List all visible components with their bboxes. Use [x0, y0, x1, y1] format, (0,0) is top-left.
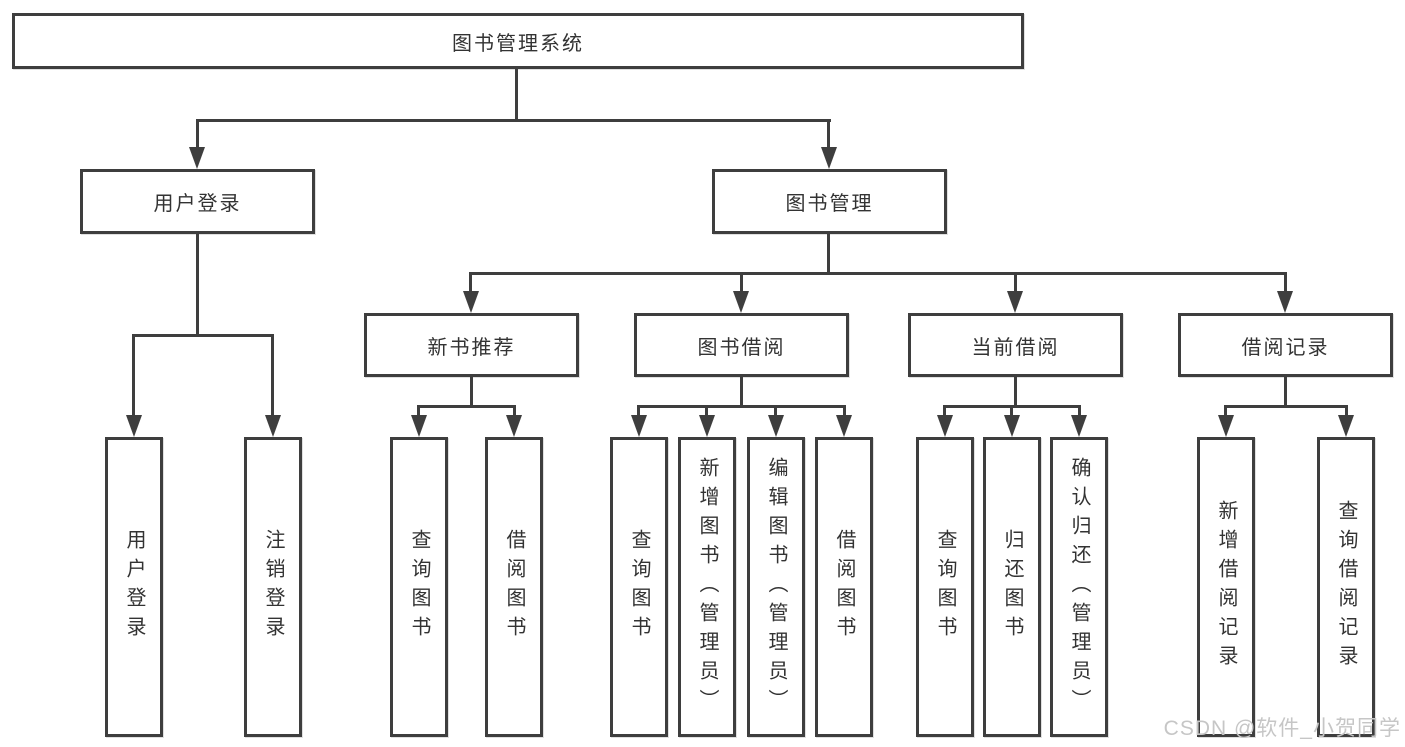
leaf-add-books-admin: 新增图书（管理员） [678, 437, 736, 737]
node-book-borrowing: 图书借阅 [634, 313, 849, 377]
connector-drop [417, 405, 420, 419]
arrow-down-icon [1218, 415, 1234, 437]
connector-drop-user-login [196, 119, 199, 151]
connector-borrowrecords-rail [1224, 405, 1348, 408]
connector-drop-currentborrow [1014, 272, 1017, 295]
leaf-logout: 注销登录 [244, 437, 302, 737]
node-label: 查询借阅记录 [1335, 500, 1357, 674]
arrow-down-icon [506, 415, 522, 437]
connector-drop-newbook [469, 272, 472, 295]
connector-drop [513, 405, 516, 419]
connector-drop [637, 405, 640, 419]
connector-currentborrow-stem [1014, 377, 1017, 408]
arrow-down-icon [699, 415, 715, 437]
arrow-down-icon [126, 415, 142, 437]
connector-bookborrow-stem [740, 377, 743, 408]
node-label: 借阅图书 [833, 529, 855, 645]
connector-level3-rail [469, 272, 1287, 275]
leaf-query-borrow-record: 查询借阅记录 [1317, 437, 1375, 737]
leaf-edit-books-admin: 编辑图书（管理员） [747, 437, 805, 737]
node-label: 查询图书 [408, 529, 430, 645]
node-label: 借阅图书 [503, 529, 525, 645]
node-label: 确认归还（管理员） [1068, 456, 1090, 718]
arrow-down-icon [1004, 415, 1020, 437]
connector-drop [1345, 405, 1348, 419]
connector-bookmgmt-stem [827, 234, 830, 275]
node-book-management: 图书管理 [712, 169, 947, 234]
arrow-down-icon [1277, 291, 1293, 313]
node-label: 编辑图书（管理员） [765, 456, 787, 718]
node-user-login-group: 用户登录 [80, 169, 315, 234]
node-label: 图书管理 [785, 193, 874, 215]
connector-drop-bookborrow [740, 272, 743, 295]
leaf-query-books-borrow: 查询图书 [610, 437, 668, 737]
connector-level2-rail [196, 119, 831, 122]
connector-userlogin-stem [196, 234, 199, 337]
arrow-down-icon [463, 291, 479, 313]
csdn-watermark: CSDN @软件_小贺同学 [1163, 717, 1401, 740]
node-label: 图书借阅 [697, 336, 786, 359]
leaf-return-books: 归还图书 [983, 437, 1041, 737]
connector-drop [1224, 405, 1227, 419]
connector-userlogin-rail [132, 334, 274, 337]
connector-drop [705, 405, 708, 419]
node-borrow-records: 借阅记录 [1178, 313, 1393, 377]
node-label: 注销登录 [262, 529, 284, 645]
arrow-down-icon [733, 291, 749, 313]
node-label: 借阅记录 [1241, 336, 1330, 359]
arrow-down-icon [937, 415, 953, 437]
node-label: 查询图书 [628, 529, 650, 645]
connector-borrowrecords-stem [1284, 377, 1287, 408]
leaf-query-books-current: 查询图书 [916, 437, 974, 737]
connector-drop-leaf-login [132, 334, 135, 417]
connector-drop [1010, 405, 1013, 419]
node-label: 图书管理系统 [452, 32, 584, 55]
arrow-down-icon [631, 415, 647, 437]
arrow-down-icon [189, 147, 205, 169]
connector-drop [843, 405, 846, 419]
node-label: 当前借阅 [971, 336, 1060, 359]
arrow-down-icon [265, 415, 281, 437]
leaf-query-books-recommend: 查询图书 [390, 437, 448, 737]
leaf-borrow-books: 借阅图书 [815, 437, 873, 737]
node-label: 新增图书（管理员） [696, 456, 718, 718]
connector-root-stem [515, 69, 518, 121]
arrow-down-icon [1071, 415, 1087, 437]
node-label: 新书推荐 [427, 336, 516, 359]
node-label: 用户登录 [153, 193, 242, 215]
node-label: 查询图书 [934, 529, 956, 645]
arrow-down-icon [836, 415, 852, 437]
connector-newbook-rail [417, 405, 516, 408]
connector-drop [774, 405, 777, 419]
node-label: 用户登录 [123, 529, 145, 645]
connector-drop-borrowrecords [1284, 272, 1287, 295]
leaf-confirm-return-admin: 确认归还（管理员） [1050, 437, 1108, 737]
arrow-down-icon [821, 147, 837, 169]
leaf-borrow-books-recommend: 借阅图书 [485, 437, 543, 737]
connector-drop-leaf-logout [271, 334, 274, 417]
arrow-down-icon [1007, 291, 1023, 313]
node-label: 归还图书 [1001, 529, 1023, 645]
connector-drop [1078, 405, 1081, 419]
connector-drop-book-mgmt [827, 119, 830, 151]
node-new-book-recommend: 新书推荐 [364, 313, 579, 377]
arrow-down-icon [1338, 415, 1354, 437]
arrow-down-icon [411, 415, 427, 437]
connector-newbook-stem [470, 377, 473, 408]
leaf-add-borrow-record: 新增借阅记录 [1197, 437, 1255, 737]
connector-bookborrow-rail [637, 405, 846, 408]
leaf-user-login: 用户登录 [105, 437, 163, 737]
arrow-down-icon [768, 415, 784, 437]
node-label: 新增借阅记录 [1215, 500, 1237, 674]
node-library-system: 图书管理系统 [12, 13, 1024, 69]
node-current-borrowing: 当前借阅 [908, 313, 1123, 377]
connector-drop [943, 405, 946, 419]
